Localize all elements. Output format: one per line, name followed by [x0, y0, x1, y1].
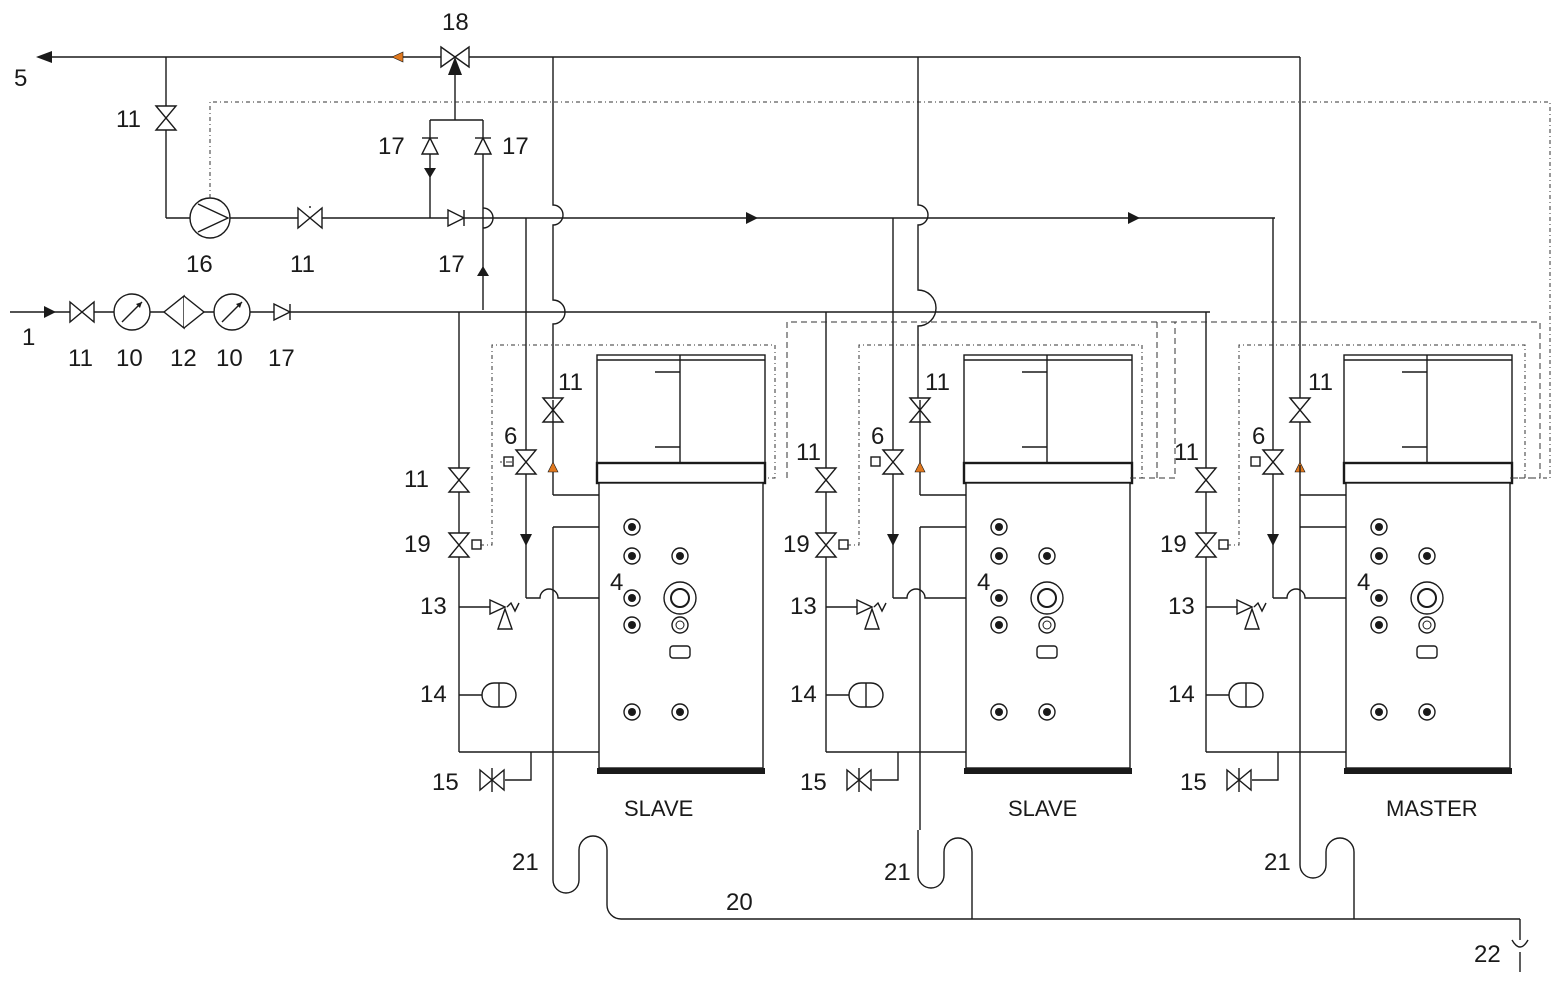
- shutoff-valve-pump: [297, 207, 323, 229]
- label-11-u3-cold: 11: [1174, 439, 1199, 466]
- mixing-valve-18[interactable]: [440, 45, 470, 75]
- check-valve-label-d: 17: [268, 345, 295, 372]
- drain-siphons: [552, 830, 1529, 972]
- label-11-u2-hot: 11: [925, 369, 950, 396]
- gauge-label-1: 10: [116, 345, 143, 372]
- check-valve-label-c: 17: [438, 251, 465, 278]
- label-19-u2: 19: [783, 531, 810, 558]
- pump-label: 16: [186, 251, 213, 278]
- label-15-u1: 15: [432, 769, 459, 796]
- label-13-u3: 13: [1168, 593, 1195, 620]
- unit-role-2: SLAVE: [1008, 796, 1077, 821]
- shutoff-label-inlet: 11: [68, 345, 93, 372]
- label-11-u1-hot: 11: [558, 369, 583, 396]
- solenoid-valve-19-u1: [448, 532, 470, 558]
- check-valve-17b: [473, 136, 493, 155]
- label-6-u3: 6: [1252, 423, 1265, 450]
- outlet-line: [36, 51, 1301, 465]
- siphon-label-1: 21: [512, 849, 539, 876]
- drain-line-label: 20: [726, 889, 753, 916]
- reducer-12: [162, 294, 206, 330]
- check-valve-label-b: 17: [502, 133, 529, 160]
- shutoff-valve-unit1-cold: [448, 467, 470, 493]
- check-valve-inlet: [273, 302, 292, 322]
- reducer-label: 12: [170, 345, 197, 372]
- gauge-2: [213, 293, 251, 331]
- shutoff-label-pump: 11: [290, 251, 315, 278]
- tank-ports-1: [623, 518, 697, 721]
- shutoff-label-top-left: 11: [116, 106, 141, 133]
- pump-16[interactable]: [189, 197, 231, 239]
- siphon-label-3: 21: [1264, 849, 1291, 876]
- unit-role-3: MASTER: [1386, 796, 1478, 821]
- label-11-u2-cold: 11: [796, 439, 821, 466]
- unit-master: [1195, 218, 1526, 792]
- label-19-u1: 19: [404, 531, 431, 558]
- label-15-u2: 15: [800, 769, 827, 796]
- label-13-u2: 13: [790, 593, 817, 620]
- siphon-label-2: 21: [884, 859, 911, 886]
- unit-slave-1: [448, 218, 776, 830]
- label-6-u1: 6: [504, 423, 517, 450]
- mixing-valve-label: 18: [442, 9, 469, 36]
- gauge-1: [113, 293, 151, 331]
- funnel-label: 22: [1474, 941, 1501, 968]
- label-19-u3: 19: [1160, 531, 1187, 558]
- inlet-line: [10, 306, 1210, 318]
- gauge-label-2: 10: [216, 345, 243, 372]
- shutoff-valve-inlet: [69, 301, 95, 323]
- label-4-u3: 4: [1357, 569, 1370, 596]
- check-valve-17a: [420, 136, 440, 155]
- diverter-valve-6-u1: [515, 449, 537, 475]
- label-15-u3: 15: [1180, 769, 1207, 796]
- outlet-label: 5: [14, 65, 27, 92]
- label-11-u1-cold: 11: [404, 466, 429, 493]
- label-11-u3-hot: 11: [1308, 369, 1333, 396]
- label-13-u1: 13: [420, 593, 447, 620]
- inlet-label: 1: [22, 324, 35, 351]
- label-6-u2: 6: [871, 423, 884, 450]
- unit-role-1: SLAVE: [624, 796, 693, 821]
- label-14-u3: 14: [1168, 681, 1195, 708]
- label-14-u2: 14: [790, 681, 817, 708]
- label-14-u1: 14: [420, 681, 447, 708]
- shutoff-valve-top-left: [155, 105, 177, 131]
- check-valve-label-a: 17: [378, 133, 405, 160]
- label-4-u1: 4: [610, 569, 623, 596]
- check-valve-pump: [447, 208, 466, 228]
- label-4-u2: 4: [977, 569, 990, 596]
